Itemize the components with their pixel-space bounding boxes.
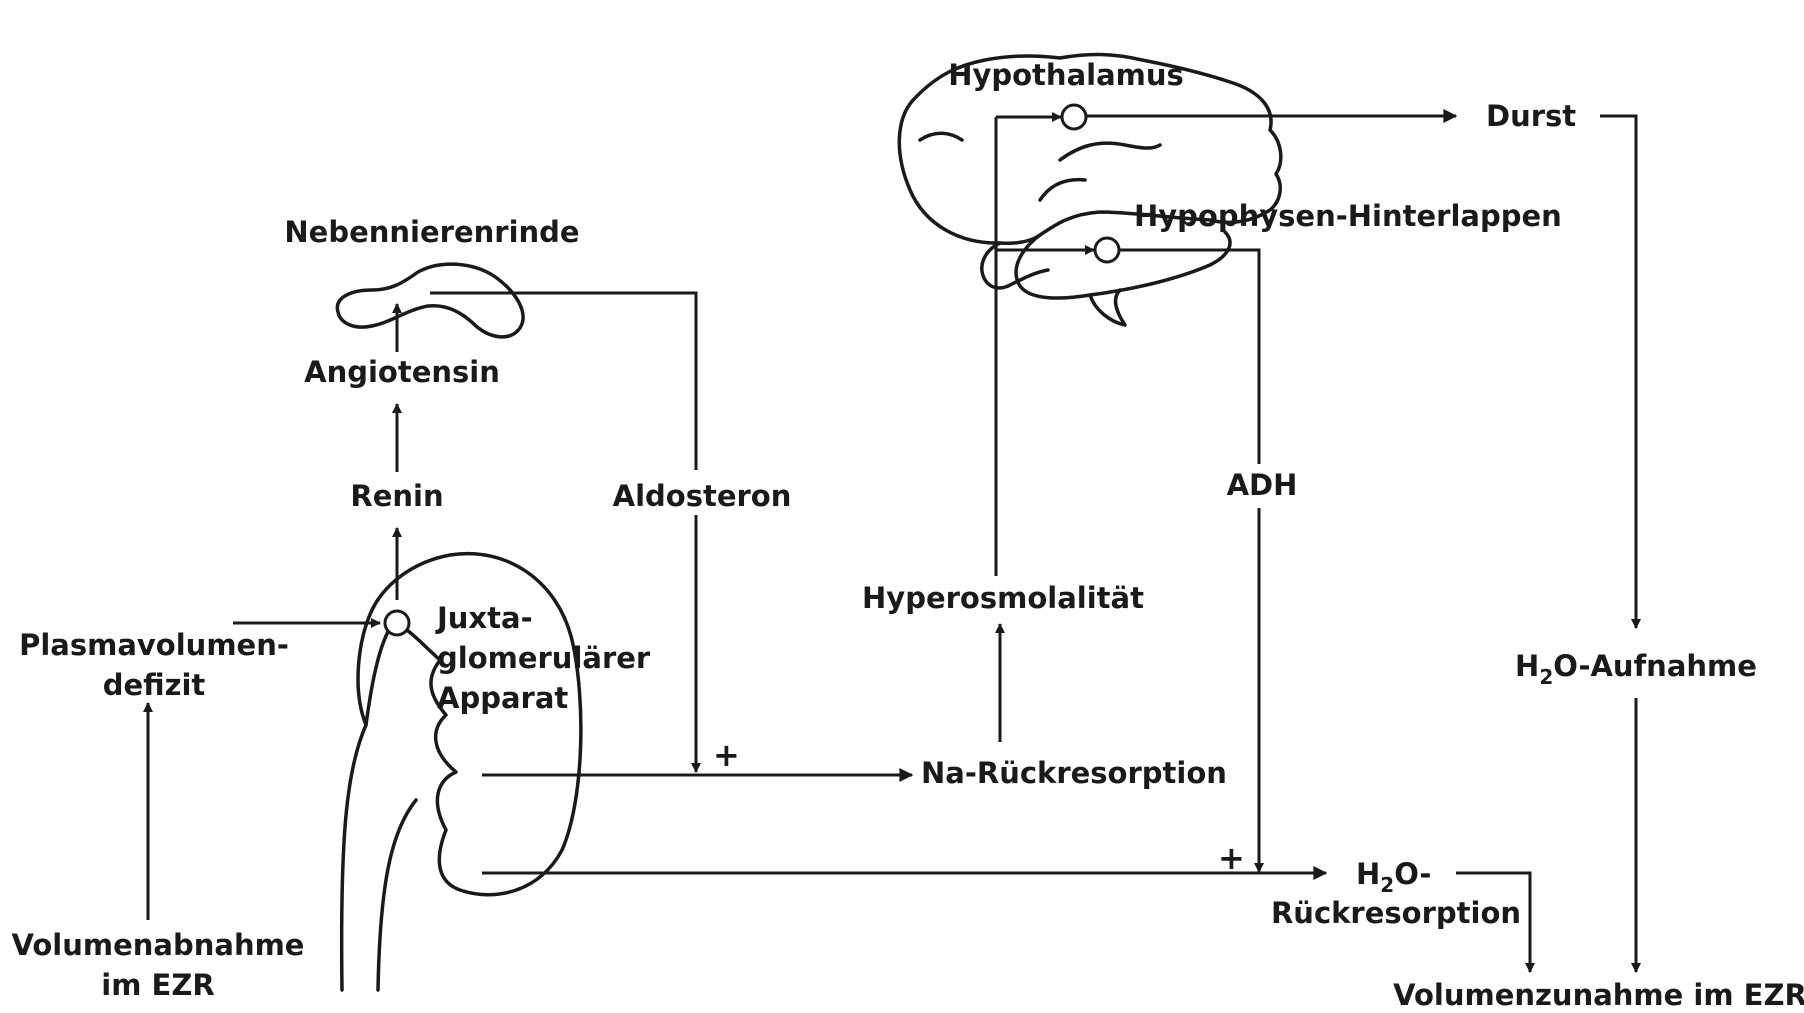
label-juxta-line3: Apparat: [437, 681, 568, 715]
label-nebennierenrinde: Nebennierenrinde: [284, 215, 579, 249]
label-plasmavolumen-line2: defizit: [103, 668, 206, 702]
brain-drawing: [899, 54, 1280, 325]
adrenal-cortex-drawing: [337, 264, 523, 337]
label-volumenabnahme-line1: Volumenabnahme: [12, 928, 305, 962]
label-adh: ADH: [1227, 468, 1298, 502]
label-h2o-rueckresorption-line1: H2O-: [1356, 857, 1431, 897]
label-hypophysen-hinterlappen: Hypophysen-Hinterlappen: [1134, 199, 1562, 233]
label-juxta-line1: Juxta-: [435, 601, 533, 635]
plus-sign-aldosteron: +: [713, 736, 740, 774]
label-aldosteron: Aldosteron: [613, 479, 792, 513]
label-volumenabnahme-line2: im EZR: [101, 968, 214, 1002]
label-h2o-rueckresorption-line2: Rückresorption: [1271, 896, 1521, 930]
label-durst: Durst: [1486, 99, 1576, 133]
juxtaglomerular-node: [385, 611, 409, 635]
label-h2o-aufnahme: H2O-Aufnahme: [1515, 649, 1757, 689]
label-na-rueckresorption: Na-Rückresorption: [921, 756, 1227, 790]
label-juxta-line2: glomerulärer: [437, 641, 651, 675]
label-volumenzunahme: Volumenzunahme im EZR: [1393, 978, 1804, 1012]
hypothalamus-node: [1062, 105, 1086, 129]
plus-sign-adh: +: [1218, 839, 1245, 877]
label-plasmavolumen-line1: Plasmavolumen-: [19, 628, 289, 662]
label-renin: Renin: [350, 479, 443, 513]
label-angiotensin: Angiotensin: [304, 355, 500, 389]
hypophysis-node: [1095, 238, 1119, 262]
label-hypothalamus: Hypothalamus: [948, 58, 1184, 92]
label-hyperosmolalitaet: Hyperosmolalität: [862, 581, 1144, 615]
arrow-durst-to-h2o-aufnahme: [1600, 116, 1636, 628]
line-hypophysis-to-adh: [1120, 250, 1259, 464]
